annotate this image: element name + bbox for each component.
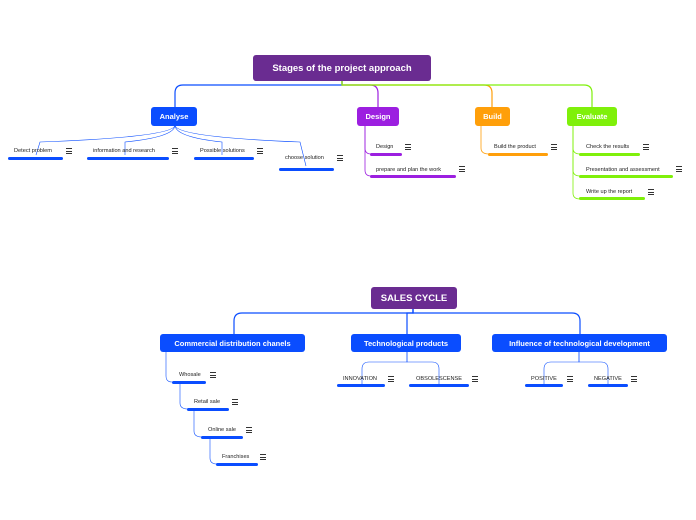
leaf-topic-label: information and research — [93, 148, 155, 154]
leaf-topic[interactable]: Whosale — [179, 372, 201, 379]
notes-icon[interactable] — [551, 144, 557, 150]
leaf-topic-label: Presentation and assessment — [586, 167, 660, 173]
leaf-topic-label: Franchises — [222, 454, 250, 460]
leaf-underline — [194, 157, 254, 160]
root-node-label: Stages of the project approach — [272, 62, 412, 74]
leaf-topic[interactable]: OBSOLESCENSE — [416, 376, 462, 383]
leaf-underline — [579, 175, 673, 178]
leaf-topic-label: Detect problem — [14, 148, 52, 154]
leaf-topic-label: Possible solutions — [200, 148, 245, 154]
leaf-underline — [525, 384, 563, 387]
leaf-underline — [216, 463, 258, 466]
leaf-underline — [279, 168, 334, 171]
leaf-topic[interactable]: Design — [376, 144, 393, 151]
leaf-underline — [87, 157, 169, 160]
branch-node-label: Build — [483, 112, 502, 121]
notes-icon[interactable] — [567, 376, 573, 382]
leaf-topic[interactable]: Retail sale — [194, 399, 220, 406]
notes-icon[interactable] — [648, 189, 654, 195]
branch-node-influence[interactable]: Influence of technological development — [492, 334, 667, 352]
notes-icon[interactable] — [676, 166, 682, 172]
notes-icon[interactable] — [405, 144, 411, 150]
leaf-topic[interactable]: Presentation and assessment — [586, 167, 660, 174]
leaf-underline — [588, 384, 628, 387]
branch-node-commercial[interactable]: Commercial distribution chanels — [160, 334, 305, 352]
branch-node-label: Influence of technological development — [509, 338, 650, 348]
leaf-topic[interactable]: Check the results — [586, 144, 629, 151]
leaf-topic-label: Design — [376, 144, 394, 150]
leaf-underline — [187, 408, 229, 411]
leaf-underline — [579, 197, 645, 200]
leaf-topic[interactable]: prepare and plan the work — [376, 167, 441, 174]
leaf-topic[interactable]: INNOVATION — [343, 376, 377, 383]
branch-node-evaluate[interactable]: Evaluate — [567, 107, 617, 126]
notes-icon[interactable] — [66, 148, 72, 154]
root-node-stages[interactable]: Stages of the project approach — [253, 55, 431, 81]
leaf-underline — [488, 153, 548, 156]
branch-node-technological[interactable]: Technological products — [351, 334, 461, 352]
notes-icon[interactable] — [210, 372, 216, 378]
leaf-topic[interactable]: Detect problem — [14, 148, 52, 155]
branch-node-label: Commercial distribution chanels — [174, 338, 291, 348]
leaf-underline — [370, 153, 402, 156]
leaf-underline — [8, 157, 63, 160]
leaf-underline — [201, 436, 243, 439]
leaf-topic-label: choose solution — [285, 155, 324, 161]
leaf-topic-label: prepare and plan the work — [376, 167, 441, 173]
leaf-underline — [337, 384, 385, 387]
leaf-topic[interactable]: Possible solutions — [200, 148, 245, 155]
branch-node-label: Analyse — [159, 112, 189, 121]
leaf-topic[interactable]: Franchises — [222, 454, 249, 461]
branch-node-analyse[interactable]: Analyse — [151, 107, 197, 126]
branch-node-label: Evaluate — [576, 112, 608, 121]
leaf-topic[interactable]: NEGATIVE — [594, 376, 622, 383]
leaf-topic-label: OBSOLESCENSE — [416, 376, 463, 382]
notes-icon[interactable] — [257, 148, 263, 154]
notes-icon[interactable] — [459, 166, 465, 172]
leaf-underline — [579, 153, 640, 156]
notes-icon[interactable] — [260, 454, 266, 460]
notes-icon[interactable] — [232, 399, 238, 405]
leaf-topic[interactable]: Online sale — [208, 427, 236, 434]
leaf-topic-label: Retail sale — [194, 399, 221, 405]
leaf-topic-label: INNOVATION — [343, 376, 377, 382]
leaf-topic[interactable]: information and research — [93, 148, 155, 155]
leaf-underline — [409, 384, 469, 387]
notes-icon[interactable] — [246, 427, 252, 433]
notes-icon[interactable] — [337, 155, 343, 161]
leaf-topic[interactable]: Write up the report — [586, 189, 632, 196]
root-node-label: SALES CYCLE — [380, 292, 448, 304]
leaf-topic-label: Online sale — [208, 427, 236, 433]
notes-icon[interactable] — [172, 148, 178, 154]
leaf-underline — [172, 381, 206, 384]
leaf-topic-label: POSITIVE — [531, 376, 557, 382]
notes-icon[interactable] — [388, 376, 394, 382]
root-node-sales-cycle[interactable]: SALES CYCLE — [371, 287, 457, 309]
notes-icon[interactable] — [631, 376, 637, 382]
leaf-topic-label: NEGATIVE — [594, 376, 622, 382]
branch-node-label: Technological products — [363, 338, 449, 348]
branch-node-label: Design — [365, 112, 391, 121]
leaf-topic-label: Build the product — [494, 144, 536, 150]
notes-icon[interactable] — [472, 376, 478, 382]
branch-node-design[interactable]: Design — [357, 107, 399, 126]
leaf-topic-label: Whosale — [179, 372, 201, 378]
leaf-topic[interactable]: POSITIVE — [531, 376, 557, 383]
branch-node-build[interactable]: Build — [475, 107, 510, 126]
leaf-topic[interactable]: choose solution — [285, 155, 324, 162]
leaf-topic-label: Write up the report — [586, 189, 633, 195]
leaf-topic[interactable]: Build the product — [494, 144, 536, 151]
leaf-underline — [370, 175, 456, 178]
leaf-topic-label: Check the results — [586, 144, 630, 150]
notes-icon[interactable] — [643, 144, 649, 150]
